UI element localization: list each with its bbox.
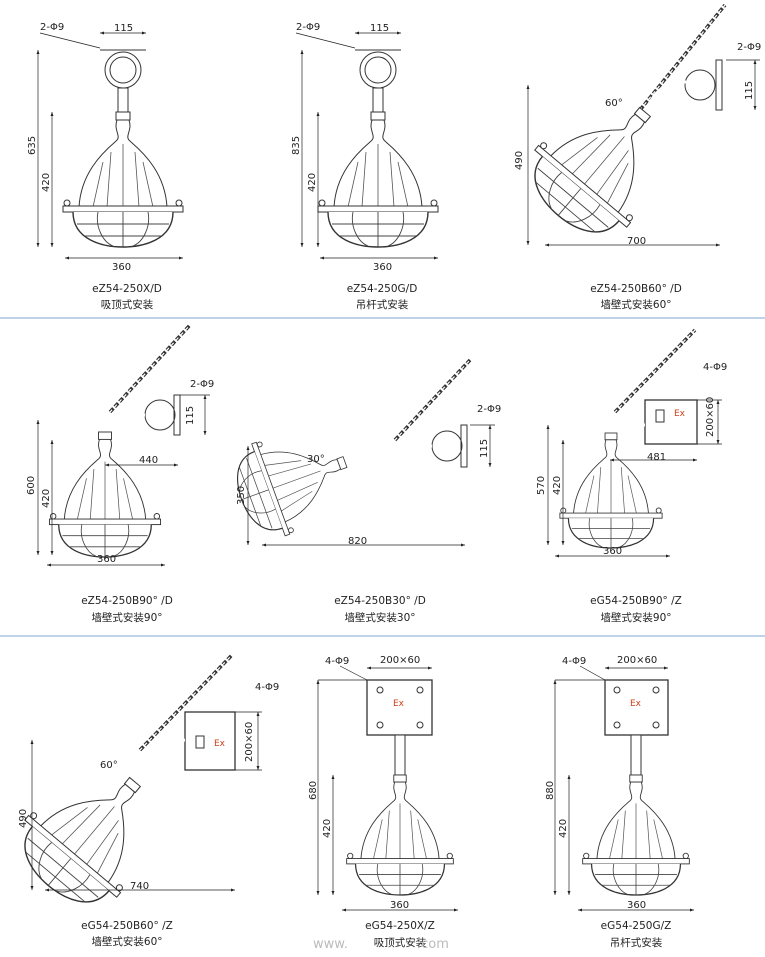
model-label: eZ54-250G/D [347,283,418,295]
box-dim: 200×60 [244,722,255,762]
angle-dim: 60° [605,98,623,109]
holes-label: 4-Φ9 [703,362,727,373]
mount-label: 吸顶式安装 [374,936,427,949]
panel-ez54-250g-d: 2-Φ9 115 835 420 360 eZ54-250G/D 吊杆式安装 [291,22,439,311]
watermark: .com [417,937,449,952]
lamp-drawing [581,774,691,896]
holes-label: 4-Φ9 [255,682,279,693]
box-dim: 200×60 [617,655,657,666]
holes-label: 2-Φ9 [737,42,761,53]
lamp-drawing [62,111,184,248]
holes-label: 2-Φ9 [296,22,320,33]
mount-label: 吊杆式安装 [610,936,663,949]
height-dim: 490 [18,809,29,828]
holes-label: 2-Φ9 [190,379,214,390]
model-label: eG54-250G/Z [601,920,672,932]
plate-dim: 115 [479,439,490,458]
lamp-drawing [559,432,663,549]
mount-label: 墙壁式安装60° [91,935,162,948]
mount-label: 墙壁式安装90° [91,611,162,624]
mount-label: 墙壁式安装60° [600,298,671,311]
width-dim: 360 [627,900,646,911]
lamp-drawing [1,742,182,925]
angle-dim: 30° [307,454,325,465]
junction-box [604,679,669,736]
width-dim: 360 [390,900,409,911]
reach-dim: 820 [348,536,367,547]
width-dim: 360 [112,262,131,273]
reach-dim: 440 [139,455,158,466]
reach-dim: 700 [627,236,646,247]
panel-eg54-250b90-z: Ex 4-Φ9 200×60 481 570 420 360 eG54-250B… [536,328,727,624]
model-label: eZ54-250X/D [92,283,162,295]
junction-box [366,679,433,736]
total-height-dim: 880 [545,781,556,800]
reach-dim: 481 [647,452,666,463]
panel-ez54-250x-d: 2-Φ9 115 635 420 360 eZ54-250X/D 吸顶式安装 [27,22,184,311]
width-dim: 360 [373,262,392,273]
ex-mark: Ex [630,699,642,709]
junction-box [644,399,698,445]
total-height-dim: 680 [308,781,319,800]
holes-label: 4-Φ9 [562,656,586,667]
lamp-height-dim: 420 [41,489,52,508]
height-dim: 490 [514,151,525,170]
lamp-height-dim: 420 [41,173,52,192]
model-label: eG54-250X/Z [365,920,435,932]
box-dim: 200×60 [380,655,420,666]
angle-dim: 60° [100,760,118,771]
width-dim: 360 [603,546,622,557]
ex-mark: Ex [393,699,405,709]
panel-ez54-250b60-d: 2-Φ9 115 60° 490 700 eZ54-250B60° /D 墙壁式… [511,3,761,311]
panel-eg54-250b60-z: Ex 4-Φ9 200×60 60° 490 740 eG54-250B60° … [1,653,279,948]
lamp-height-dim: 420 [552,476,563,495]
model-label: eG54-250B60° /Z [81,920,173,932]
watermark: www. [313,937,348,952]
width-dim: 360 [97,554,116,565]
mount-label: 吊杆式安装 [356,298,409,311]
holes-label: 2-Φ9 [477,404,501,415]
model-label: eG54-250B90° /Z [590,595,682,607]
ex-mark: Ex [674,409,686,419]
height-dim: 350 [236,486,247,505]
panel-ez54-250b30-d: 2-Φ9 115 30° 350 820 eZ54-250B30° /D 墙壁式… [224,358,501,624]
box-dim: 200×60 [705,397,716,437]
plate-dim: 115 [185,406,196,425]
lamp-drawing [345,774,455,896]
panel-eg54-250x-z: Ex 4-Φ9 200×60 680 420 360 eG54-250X/Z 吸… [308,655,458,952]
lamp-drawing [224,415,363,547]
model-label: eZ54-250B60° /D [590,283,682,295]
lamp-height-dim: 420 [307,173,318,192]
plate-dim: 115 [370,23,389,34]
mount-label: 吸顶式安装 [101,298,154,311]
lamp-drawing [317,111,439,248]
panel-eg54-250g-z: Ex 4-Φ9 200×60 880 420 360 eG54-250G/Z 吊… [545,655,694,949]
panel-ez54-250b90-d: 2-Φ9 115 440 600 420 360 eZ54-250B90° /D… [26,323,214,624]
model-label: eZ54-250B30° /D [334,595,426,607]
total-height-dim: 570 [536,476,547,495]
mount-label: 墙壁式安装90° [600,611,671,624]
mount-label: 墙壁式安装30° [344,611,415,624]
total-height-dim: 600 [26,476,37,495]
holes-label: 4-Φ9 [325,656,349,667]
model-label: eZ54-250B90° /D [81,595,173,607]
reach-dim: 740 [130,881,149,892]
holes-label: 2-Φ9 [40,22,64,33]
lamp-drawing [48,431,162,558]
ex-mark: Ex [214,739,226,749]
lamp-height-dim: 420 [558,819,569,838]
plate-dim: 115 [114,23,133,34]
total-height-dim: 635 [27,136,38,155]
plate-dim: 115 [744,81,755,100]
total-height-dim: 835 [291,136,302,155]
junction-box [184,711,236,771]
lamp-height-dim: 420 [322,819,333,838]
lamp-drawing [511,72,692,255]
